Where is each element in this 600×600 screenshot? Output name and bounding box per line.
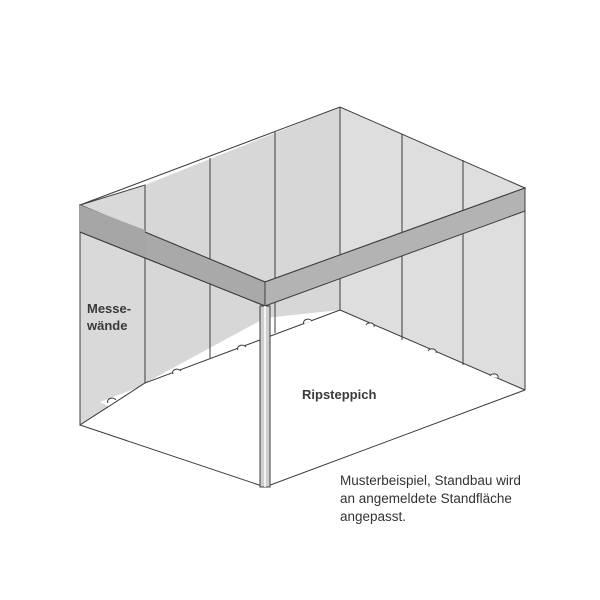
header-frame-edge [79, 231, 266, 307]
panel-connector [427, 348, 437, 354]
disclaimer-note: Musterbeispiel, Standbau wird an angemel… [340, 472, 521, 526]
walls-label-line2: wände [87, 318, 128, 333]
walls-label-line1: Messe- [87, 301, 132, 316]
note-line1: Musterbeispiel, Standbau wird [340, 473, 521, 488]
back-wall-right [340, 107, 525, 390]
floor-carpet-surface [100, 310, 525, 487]
panel-connector [172, 368, 182, 375]
panel-connector [365, 322, 375, 328]
panel-connector [303, 318, 313, 325]
note-line2: an angemeldete Standfläche [340, 491, 512, 506]
floor-label: Ripsteppich [302, 387, 377, 402]
header-frame-right [264, 187, 526, 307]
note-line3: angepasst. [340, 509, 407, 524]
floor-right-edge [264, 389, 526, 488]
wall-base-line [79, 309, 341, 426]
header-frame-front [80, 205, 145, 257]
panel-connector [489, 373, 499, 379]
floor-front-edge [79, 424, 266, 488]
panel-connector [237, 344, 247, 351]
panel-connector [107, 397, 117, 404]
walls-label: Messe- wände [87, 300, 131, 334]
back-wall-left [145, 107, 340, 383]
